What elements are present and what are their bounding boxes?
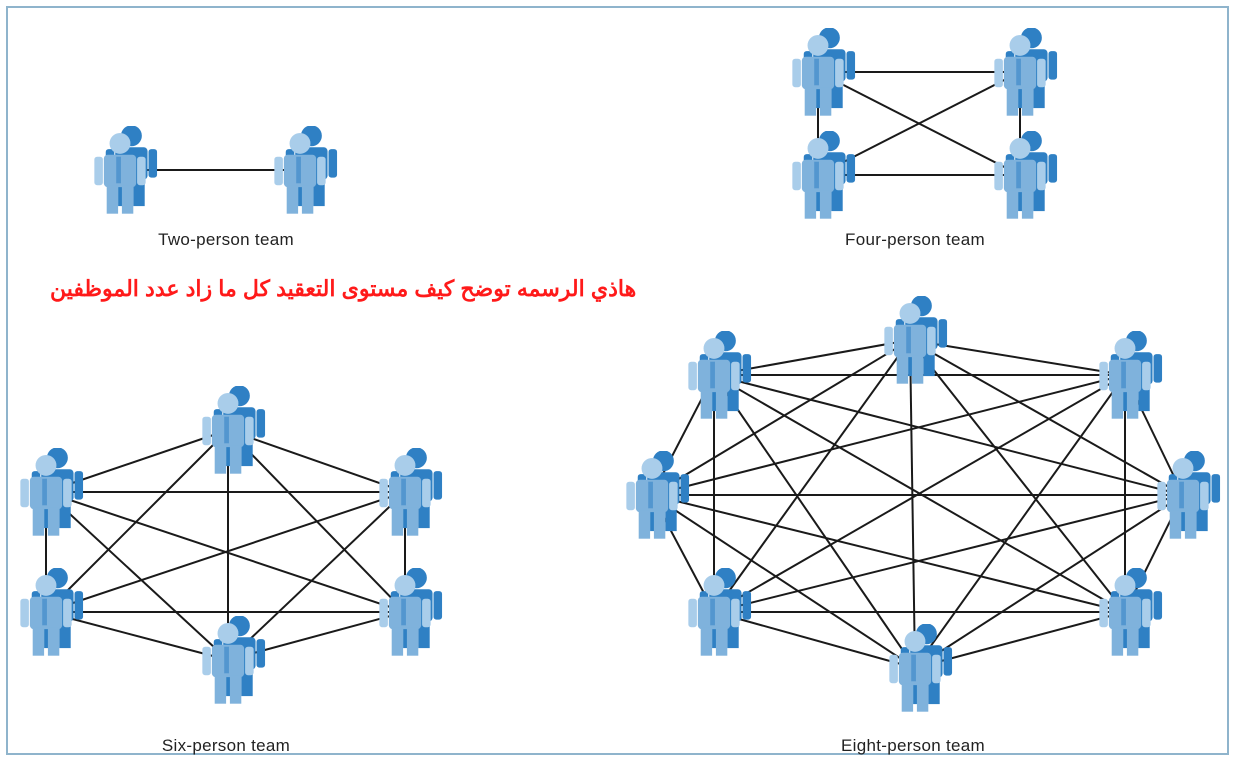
- communication-link: [713, 611, 916, 669]
- communication-link: [45, 491, 229, 661]
- team-label-two-person: Two-person team: [158, 230, 294, 249]
- caption-text: هاذي الرسمه توضح كيف مستوى التعقيد كل ما…: [50, 276, 637, 301]
- communication-link: [651, 374, 1126, 496]
- communication-link: [909, 339, 1184, 496]
- communication-link: [914, 494, 1184, 669]
- team-label-four-person: Four-person team: [845, 230, 985, 249]
- communication-link: [713, 494, 1184, 613]
- person-icon: [202, 386, 266, 474]
- communication-link: [227, 429, 406, 493]
- communication-link: [227, 491, 406, 661]
- team-label-eight-person: Eight-person team: [840, 736, 986, 755]
- team-label-six-person: Six-person team: [161, 736, 291, 755]
- communication-link: [45, 611, 229, 661]
- communication-link: [909, 339, 1126, 613]
- communication-link: [651, 494, 1126, 613]
- communication-link: [914, 374, 1126, 669]
- diagram-frame: [6, 6, 1229, 755]
- communication-link: [713, 374, 916, 669]
- communication-link: [713, 374, 1184, 496]
- person-icon: [202, 616, 266, 704]
- communication-link: [713, 374, 1126, 613]
- communication-link: [651, 494, 916, 669]
- person-icon: [884, 296, 948, 384]
- communication-link: [713, 339, 911, 613]
- communication-link: [909, 339, 916, 669]
- communication-link: [651, 339, 911, 496]
- communication-link: [45, 429, 229, 613]
- person-icon: [889, 624, 953, 712]
- communication-link: [45, 491, 406, 613]
